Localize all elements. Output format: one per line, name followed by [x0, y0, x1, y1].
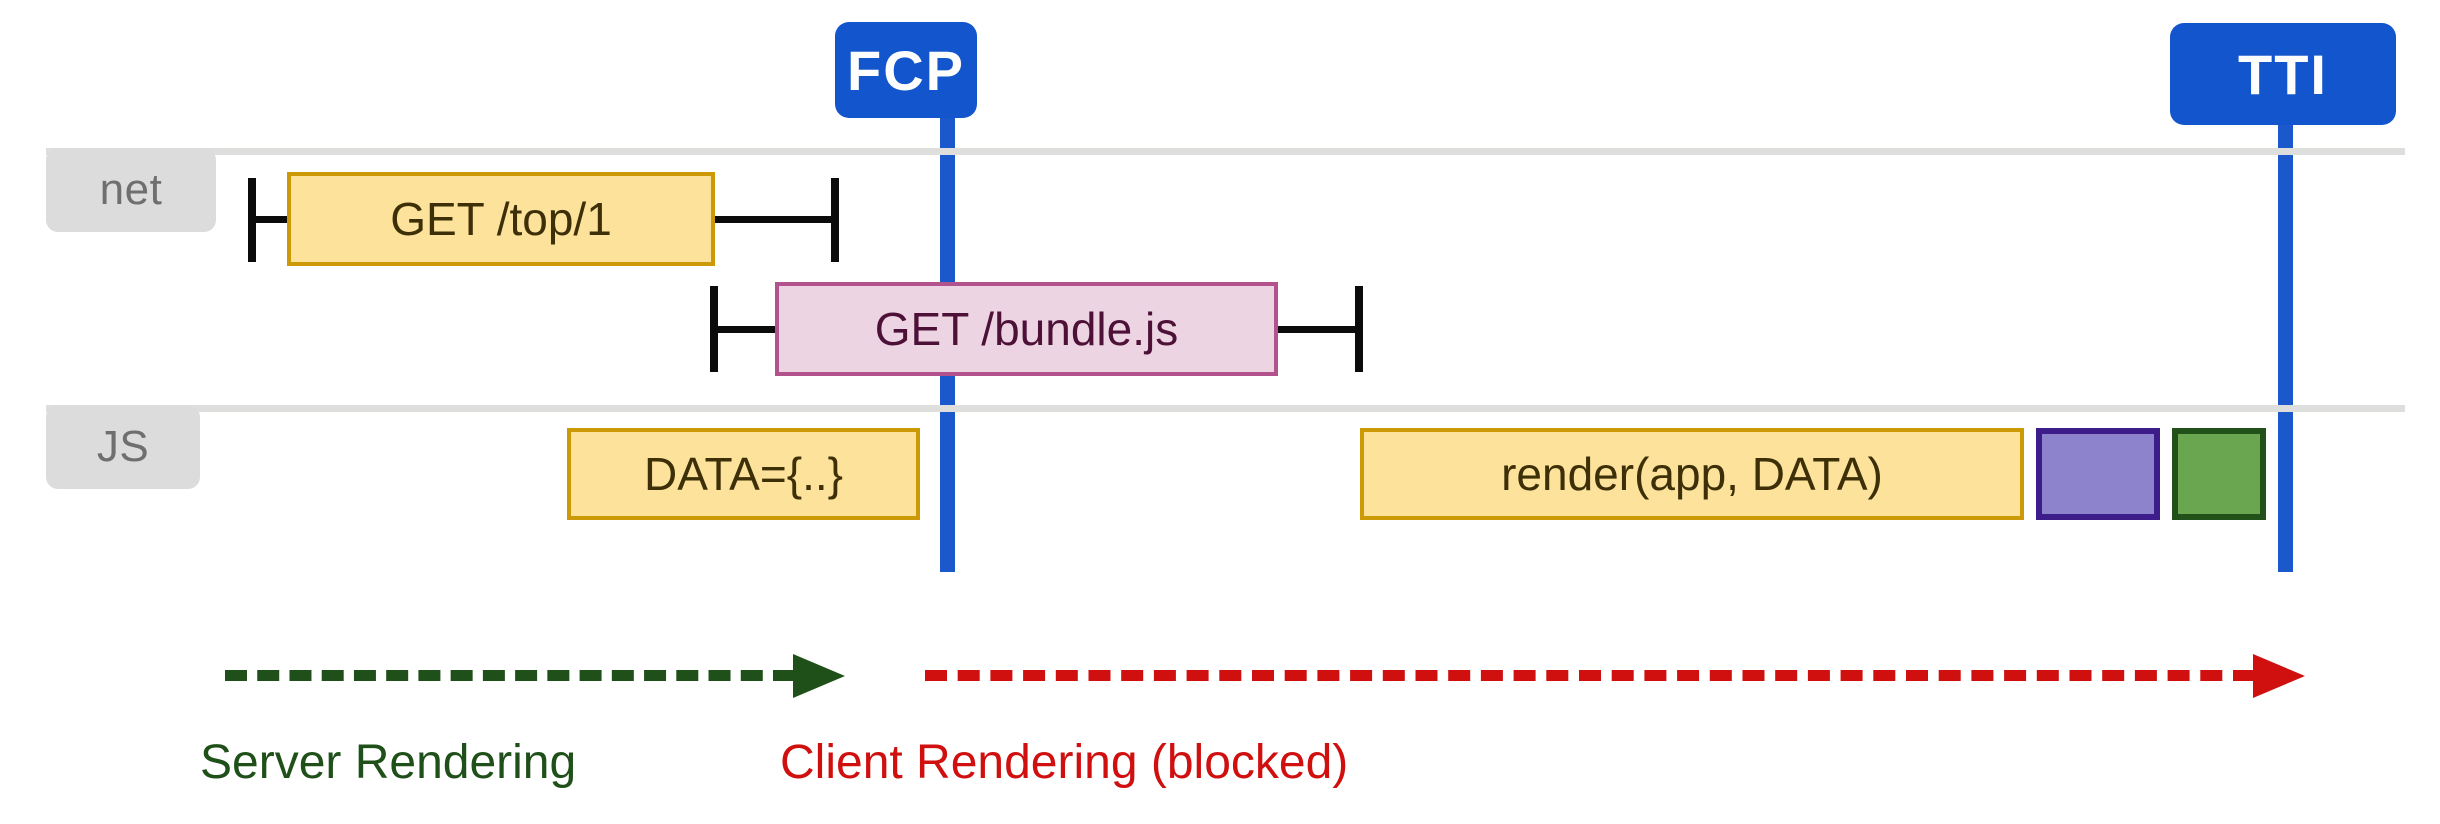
client-phase-arrow-head — [2253, 654, 2305, 698]
get-bundle-end-cap — [1355, 286, 1363, 372]
get-top-end-cap — [831, 178, 839, 262]
js-lane-rule — [46, 405, 2405, 412]
net-block-get-bundle[interactable]: GET /bundle.js — [775, 282, 1278, 376]
client-phase-label: Client Rendering (blocked) — [780, 736, 1349, 789]
fcp-milestone-badge[interactable]: FCP — [835, 22, 977, 118]
get-bundle-start-stem — [710, 326, 780, 333]
server-phase-arrow-line — [225, 670, 795, 681]
client-phase-arrow-line — [925, 670, 2255, 681]
tti-milestone-line — [2278, 104, 2293, 572]
js-block-render-call[interactable]: render(app, DATA) — [1360, 428, 2024, 520]
js-block-green-task[interactable] — [2172, 428, 2266, 520]
net-lane-rule — [46, 148, 2405, 155]
lane-label-net: net — [46, 148, 216, 232]
lane-label-js: JS — [46, 405, 200, 489]
js-block-purple-task[interactable] — [2036, 428, 2160, 520]
js-block-data-assign[interactable]: DATA={..} — [567, 428, 920, 520]
net-block-get-top[interactable]: GET /top/1 — [287, 172, 715, 266]
get-bundle-end-stem — [1274, 326, 1358, 333]
get-top-start-stem — [248, 216, 293, 223]
get-top-end-stem — [712, 216, 838, 223]
server-phase-arrow-head — [793, 654, 845, 698]
server-phase-label: Server Rendering — [200, 736, 577, 789]
tti-milestone-badge[interactable]: TTI — [2170, 23, 2396, 125]
